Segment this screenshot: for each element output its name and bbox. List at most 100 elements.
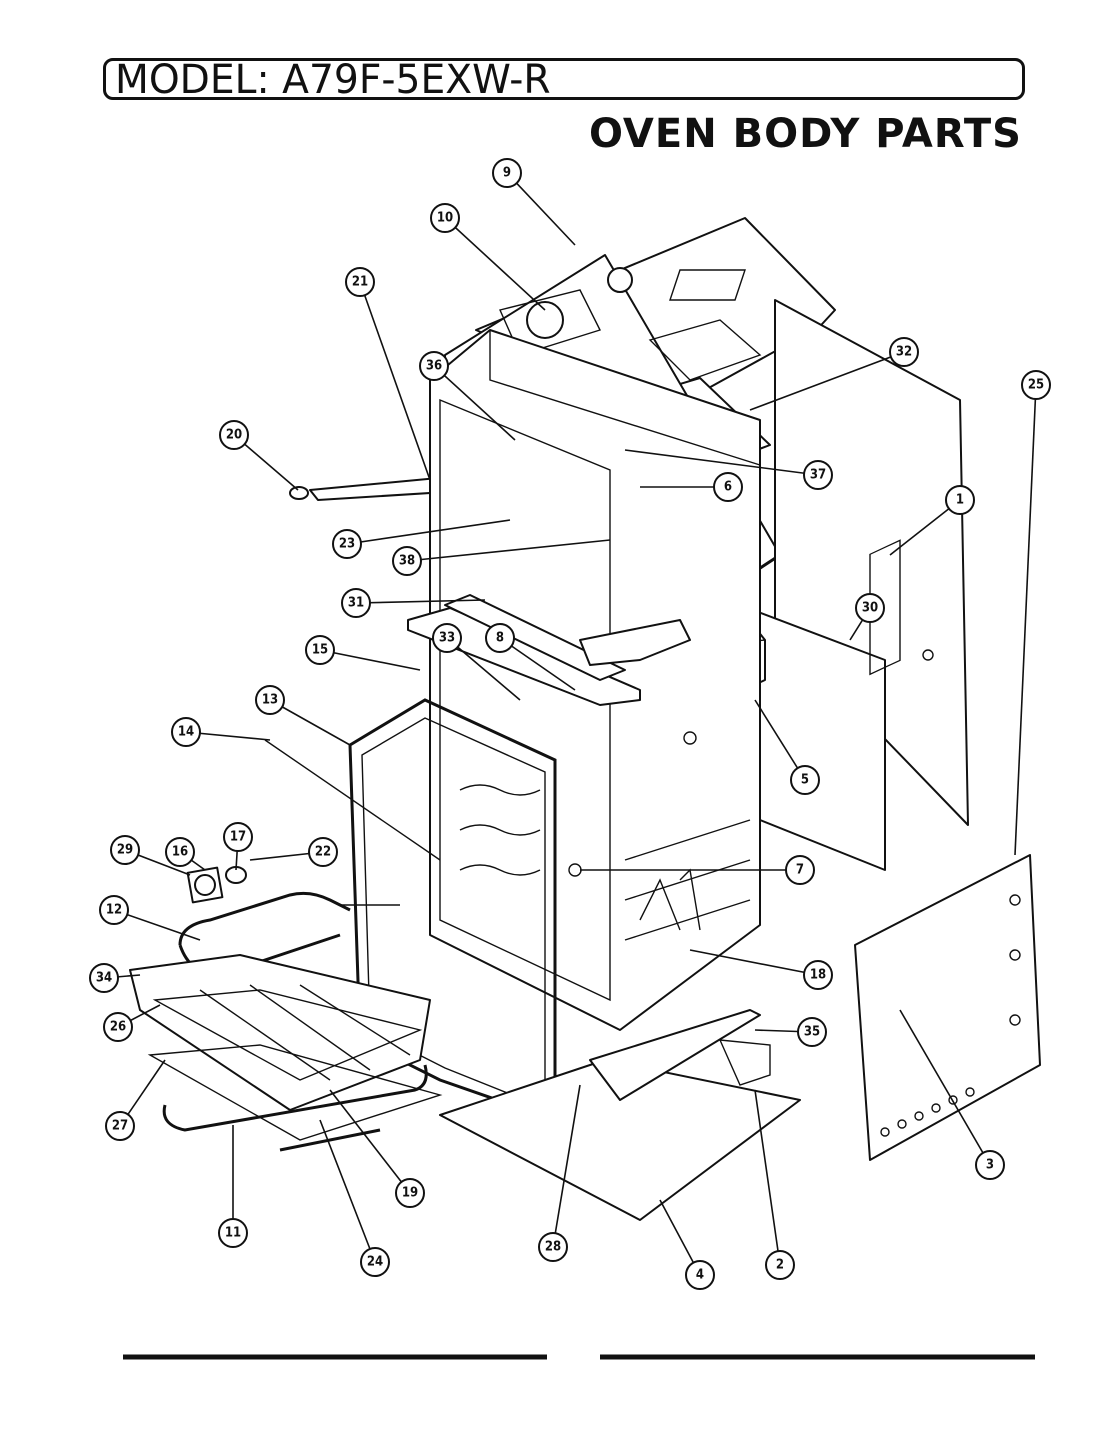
- callout-circle: [345, 267, 375, 297]
- callout-9: 9: [492, 158, 522, 188]
- callout-circle: [103, 1012, 133, 1042]
- callout-circle: [360, 1247, 390, 1277]
- callout-circle: [685, 1260, 715, 1290]
- callout-circle: [945, 485, 975, 515]
- callout-12: 12: [99, 895, 129, 925]
- leader-line-3: [899, 1009, 991, 1166]
- leader-line-33: [446, 637, 521, 701]
- callout-number: 30: [862, 601, 878, 616]
- door-rod: [264, 739, 441, 861]
- callout-circle: [171, 717, 201, 747]
- callout-16: 16: [165, 837, 195, 867]
- callout-number: 24: [367, 1255, 383, 1270]
- callout-circle: [308, 837, 338, 867]
- knob-hole: [880, 1127, 890, 1137]
- callout-circle: [305, 635, 335, 665]
- callout-31: 31: [341, 588, 371, 618]
- leader-line-28: [552, 1084, 581, 1248]
- callout-number: 2: [776, 1258, 784, 1273]
- callout-circle: [803, 960, 833, 990]
- callout-37: 37: [803, 460, 833, 490]
- callout-number: 1: [956, 493, 964, 508]
- callout-number: 32: [896, 345, 912, 360]
- leader-line-36: [433, 365, 516, 441]
- leader-line-18: [689, 949, 819, 976]
- leader-line-15: [319, 649, 421, 671]
- callout-2: 2: [765, 1250, 795, 1280]
- callout-8: 8: [485, 623, 515, 653]
- callout-circle: [432, 623, 462, 653]
- callout-circle: [765, 1250, 795, 1280]
- leader-line-31: [355, 599, 486, 604]
- leader-line-13: [269, 699, 351, 746]
- callout-number: 23: [339, 537, 355, 552]
- callout-number: 35: [804, 1025, 820, 1040]
- callout-number: 38: [399, 554, 415, 569]
- callout-circle: [492, 158, 522, 188]
- knob-hole: [931, 1103, 941, 1113]
- leader-line-5: [754, 699, 806, 781]
- model-label: MODEL: A79F-5EXW-R: [115, 57, 551, 103]
- top-rails: [407, 594, 691, 706]
- callout-27: 27: [105, 1111, 135, 1141]
- oven-racks: [129, 954, 443, 1141]
- callout-number: 31: [348, 596, 364, 611]
- callout-22: 22: [308, 837, 338, 867]
- callout-number: 12: [106, 903, 122, 918]
- callout-number: 28: [545, 1240, 561, 1255]
- callout-number: 17: [230, 830, 246, 845]
- callout-number: 15: [312, 643, 328, 658]
- callout-circle: [223, 822, 253, 852]
- leader-line-21: [359, 281, 431, 481]
- knob-hole: [948, 1095, 958, 1105]
- leader-line-8: [499, 637, 576, 691]
- leader-line-37: [624, 449, 819, 476]
- callout-5: 5: [790, 765, 820, 795]
- callout-number: 22: [315, 845, 331, 860]
- callout-circle: [430, 203, 460, 233]
- callout-circle: [975, 1150, 1005, 1180]
- callout-number: 33: [439, 631, 455, 646]
- leader-line-2: [754, 1089, 781, 1266]
- callout-circle: [803, 460, 833, 490]
- callout-number: 9: [503, 166, 511, 181]
- side-control-panel: [854, 539, 1041, 1161]
- callout-34: 34: [89, 963, 119, 993]
- callout-number: 37: [810, 468, 826, 483]
- knob-hole: [897, 1119, 907, 1129]
- callout-circle: [713, 472, 743, 502]
- callout-6: 6: [713, 472, 743, 502]
- callout-circle: [255, 685, 285, 715]
- callout-24: 24: [360, 1247, 390, 1277]
- callout-14: 14: [171, 717, 201, 747]
- callout-38: 38: [392, 546, 422, 576]
- leader-line-24: [319, 1119, 376, 1263]
- callout-circle: [538, 1232, 568, 1262]
- bottom-panels: [439, 1009, 801, 1221]
- callout-7: 7: [785, 855, 815, 885]
- callout-26: 26: [103, 1012, 133, 1042]
- callout-circle: [89, 963, 119, 993]
- callout-4: 4: [685, 1260, 715, 1290]
- callout-28: 28: [538, 1232, 568, 1262]
- callout-30: 30: [855, 593, 885, 623]
- callout-circle: [855, 593, 885, 623]
- rear-panel: [774, 299, 969, 826]
- knob-hole: [914, 1111, 924, 1121]
- callout-35: 35: [797, 1017, 827, 1047]
- callout-19: 19: [395, 1178, 425, 1208]
- callout-circle: [219, 420, 249, 450]
- leader-line-19: [329, 1089, 411, 1194]
- callout-circle: [218, 1218, 248, 1248]
- callout-number: 36: [426, 359, 442, 374]
- leader-line-38: [406, 539, 611, 562]
- callout-circle: [99, 895, 129, 925]
- callout-number: 6: [724, 480, 732, 495]
- leader-line-9: [506, 172, 576, 246]
- callout-circle: [105, 1111, 135, 1141]
- leader-line-23: [346, 519, 511, 545]
- callout-10: 10: [430, 203, 460, 233]
- callout-circle: [419, 351, 449, 381]
- callout-number: 34: [96, 971, 112, 986]
